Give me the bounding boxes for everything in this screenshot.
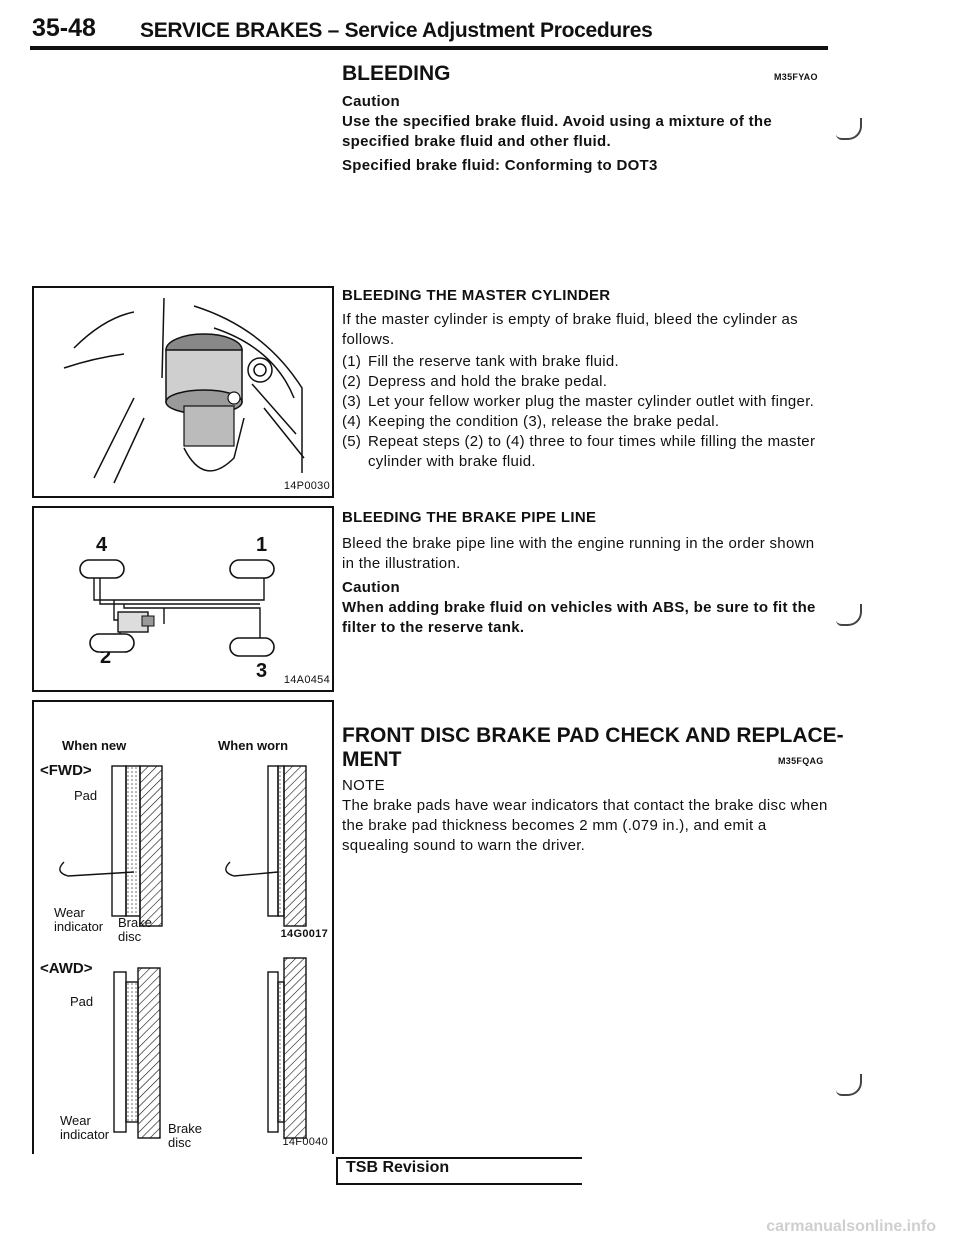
figure-bleeding-order: 4 1 2 3 14A0454 — [32, 506, 334, 692]
pad-check-note: NOTE The brake pads have wear indicators… — [342, 776, 830, 856]
caution-text: Use the specified brake fluid. Avoid usi… — [342, 113, 773, 150]
step-text: Fill the reserve tank with brake fluid. — [368, 353, 619, 370]
step-text: Let your fellow worker plug the master c… — [368, 393, 815, 410]
order-number: 4 — [96, 534, 108, 556]
step-item: (3) Let your fellow worker plug the maste… — [342, 392, 828, 412]
figure-master-cylinder: 14P0030 — [32, 286, 334, 498]
figure-pad-wear: When new When worn <FWD> Pad Wear indica… — [32, 700, 334, 1154]
brake-pipe-diagram — [79, 559, 275, 657]
pipe-line-heading: BLEEDING THE BRAKE PIPE LINE — [342, 509, 597, 526]
awd-label: <AWD> — [40, 960, 93, 977]
tsb-revision-label: TSB Revision — [346, 1159, 450, 1176]
caution-label: Caution — [342, 93, 400, 110]
figure-code: 14F0040 — [282, 1136, 328, 1148]
step-number: (3) — [342, 393, 362, 410]
pipe-line-intro: Bleed the brake pipe line with the engin… — [342, 535, 815, 572]
pipe-line-section: BLEEDING THE BRAKE PIPE LINE Bleed the b… — [342, 508, 828, 638]
figure-code: 14A0454 — [283, 674, 330, 686]
disc-text: disc — [118, 929, 142, 944]
indicator-text: indicator — [54, 919, 104, 934]
brake-disc-label: Brake disc — [168, 1122, 202, 1150]
wear-text: Wear — [54, 905, 85, 920]
figure-code: 14G0017 — [280, 928, 328, 940]
step-number: (1) — [342, 353, 362, 370]
order-number: 3 — [256, 660, 268, 682]
step-number: (5) — [342, 433, 362, 450]
step-item: (4) Keeping the condition (3), release th… — [342, 412, 828, 432]
bleeding-heading: BLEEDING — [342, 62, 451, 85]
step-item: (2) Depress and hold the brake pedal. — [342, 372, 828, 392]
order-number: 1 — [256, 534, 268, 556]
page-title: SERVICE BRAKES – Service Adjustment Proc… — [140, 19, 653, 42]
step-item: (5) Repeat steps (2) to (4) three to four… — [342, 432, 828, 472]
margin-mark — [836, 118, 862, 140]
step-text: Keeping the condition (3), release the b… — [368, 413, 720, 430]
when-new-label: When new — [62, 738, 127, 753]
step-item: (1) Fill the reserve tank with brake flui… — [342, 352, 828, 372]
wear-indicator-label: Wear indicator — [54, 906, 103, 934]
master-cylinder-steps: (1) Fill the reserve tank with brake flui… — [342, 352, 828, 472]
wear-indicator-label: Wear indicator — [60, 1114, 109, 1142]
note-text: The brake pads have wear indicators that… — [342, 797, 828, 854]
indicator-text: indicator — [60, 1127, 110, 1142]
wear-text: Wear — [60, 1113, 91, 1128]
pad-check-heading: FRONT DISC BRAKE PAD CHECK AND REPLACE- … — [342, 724, 844, 772]
figure-code: 14P0030 — [283, 480, 330, 492]
master-cylinder-illustration — [63, 297, 305, 484]
when-worn-label: When worn — [218, 738, 289, 753]
pad-check-code: M35FQAG — [778, 756, 824, 766]
fwd-label: <FWD> — [40, 762, 92, 779]
step-text: Depress and hold the brake pedal. — [368, 373, 608, 390]
step-text: Repeat steps (2) to (4) three to four ti… — [368, 433, 816, 470]
master-cylinder-heading: BLEEDING THE MASTER CYLINDER — [342, 287, 611, 304]
tsb-top-rule — [338, 1157, 582, 1159]
fluid-spec: Specified brake fluid: Conforming to DOT… — [342, 157, 658, 174]
order-number: 2 — [100, 646, 112, 668]
pad-check-title-line1: FRONT DISC BRAKE PAD CHECK AND REPLACE- — [342, 724, 844, 747]
pad-label: Pad — [70, 994, 94, 1009]
pipe-caution-text: When adding brake fluid on vehicles with… — [342, 599, 816, 636]
watermark: carmanualsonline.info — [766, 1218, 936, 1235]
margin-mark — [836, 604, 862, 626]
pad-label: Pad — [74, 788, 98, 803]
master-cylinder-intro: If the master cylinder is empty of brake… — [342, 311, 798, 348]
margin-mark — [836, 1074, 862, 1096]
disc-text: disc — [168, 1135, 192, 1150]
page-number: 35-48 — [32, 14, 96, 42]
pad-check-title-line2: MENT — [342, 748, 402, 771]
step-number: (2) — [342, 373, 362, 390]
tsb-revision-box: TSB Revision — [336, 1157, 582, 1185]
brake-text: Brake — [168, 1121, 202, 1136]
step-number: (4) — [342, 413, 362, 430]
master-cylinder-section: BLEEDING THE MASTER CYLINDER If the mast… — [342, 286, 828, 472]
pipe-caution-label: Caution — [342, 579, 400, 596]
header-rule — [30, 46, 828, 50]
note-label: NOTE — [342, 777, 385, 794]
pad-wear-illustration — [59, 765, 307, 1139]
bleeding-caution: Caution Use the specified brake fluid. A… — [342, 92, 830, 176]
bleeding-code: M35FYAO — [774, 72, 818, 82]
